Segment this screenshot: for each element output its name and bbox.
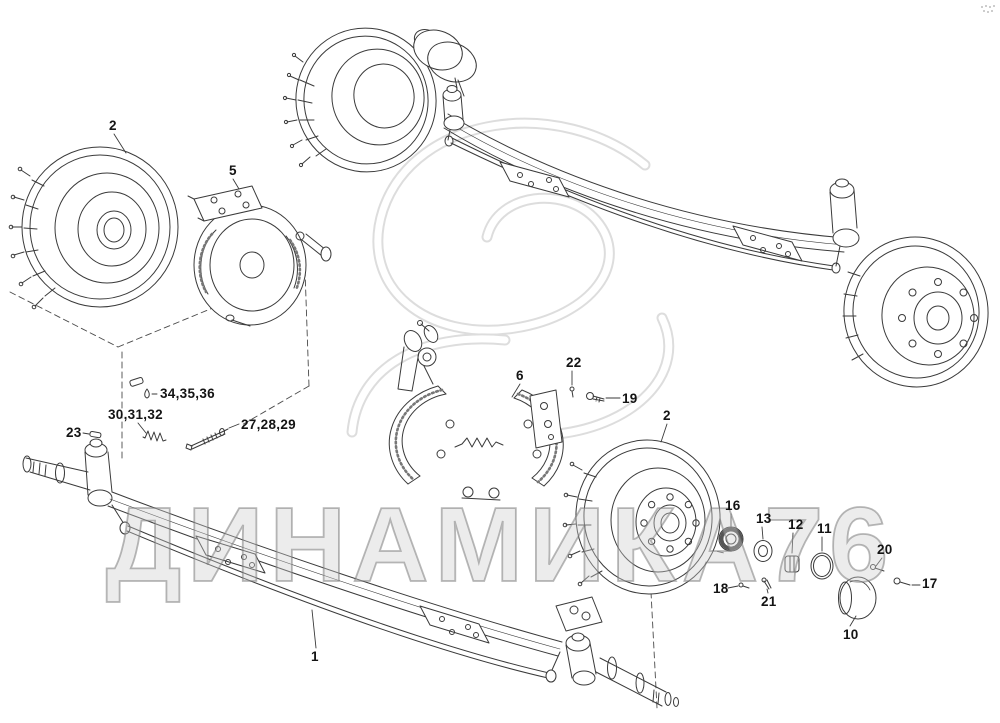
- part-label-21: 21: [761, 594, 777, 609]
- part-label-18: 18: [713, 581, 729, 596]
- left-brake-drum: [8, 146, 179, 310]
- pin-18: [738, 582, 750, 589]
- part-label-6: 6: [516, 368, 524, 383]
- spring-30-31-32: [142, 430, 167, 442]
- adjusting-bolt-27-28-29: [185, 428, 229, 451]
- right-brake-drum: [562, 439, 721, 595]
- top-left-drum: [282, 27, 437, 173]
- hub-cap-10: [838, 576, 877, 620]
- swirl-watermark: [346, 117, 675, 440]
- brake-backplate-assembly: [187, 185, 332, 327]
- top-brake-chamber: [413, 29, 477, 97]
- top-right-knuckle: [829, 178, 860, 267]
- part-label-27-28-29: 27,28,29: [241, 417, 296, 432]
- top-right-drum: [842, 236, 989, 388]
- fitting-34-35-36: [129, 377, 150, 399]
- screw-17: [893, 577, 911, 586]
- part-label-20: 20: [877, 542, 893, 557]
- pin-23: [89, 430, 102, 439]
- cotter-pin-21: [761, 577, 772, 590]
- pin-22: [569, 386, 575, 398]
- lock-washer-12: [784, 555, 800, 573]
- part-label-2-right: 2: [663, 408, 671, 423]
- top-axle-assembly: [282, 27, 989, 388]
- part-label-34-35-36: 34,35,36: [160, 386, 215, 401]
- top-left-knuckle: [442, 85, 465, 141]
- part-label-30-31-32: 30,31,32: [108, 407, 163, 422]
- part-label-19: 19: [622, 391, 638, 406]
- part-label-11: 11: [817, 521, 832, 536]
- hub-small-parts: [718, 526, 911, 620]
- part-label-17: 17: [922, 576, 938, 591]
- bottom-axle-assembly: [22, 438, 679, 707]
- corner-mark: [981, 5, 995, 13]
- bolt-20: [870, 564, 885, 572]
- washer-13: [753, 540, 773, 562]
- part-label-12: 12: [788, 517, 804, 532]
- part-label-2-left: 2: [109, 118, 117, 133]
- bolt-19: [586, 392, 605, 403]
- part-label-10: 10: [843, 627, 859, 642]
- leader-lines: [82, 133, 921, 649]
- part-label-5: 5: [229, 163, 237, 178]
- brake-shoes-assembly: [388, 320, 564, 501]
- part-label-23: 23: [66, 425, 82, 440]
- snap-ring-11: [810, 552, 834, 580]
- misc-fasteners: [569, 386, 605, 403]
- part-label-13: 13: [756, 511, 772, 526]
- left-small-parts: [89, 377, 229, 451]
- part-label-16: 16: [725, 498, 741, 513]
- bearing-nut-16: [718, 526, 744, 552]
- part-label-1: 1: [311, 649, 319, 664]
- part-label-22: 22: [566, 355, 582, 370]
